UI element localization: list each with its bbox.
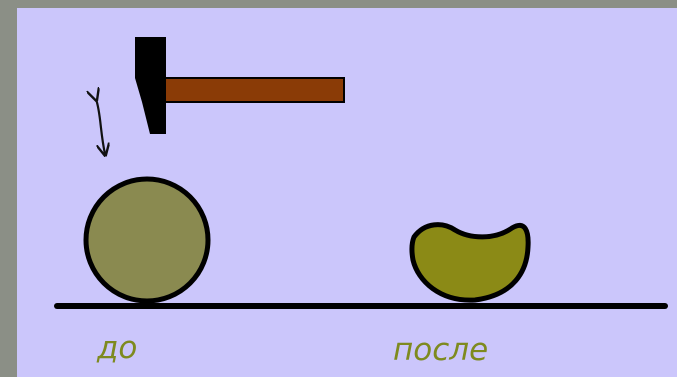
ball-before-icon — [86, 179, 208, 301]
motion-arrow — [96, 99, 105, 154]
before-label: до — [97, 333, 137, 364]
physics-diagram — [17, 8, 677, 377]
double-arrow-icon — [96, 99, 105, 154]
ball-after — [412, 225, 528, 300]
flattened-ball-after-icon — [412, 225, 528, 300]
hammer-handle — [164, 78, 344, 102]
hammer-icon — [135, 37, 344, 134]
after-label: после — [393, 335, 488, 366]
ball-before — [86, 179, 208, 301]
diagram-panel: до после — [17, 8, 677, 377]
hammer-head — [135, 37, 166, 134]
